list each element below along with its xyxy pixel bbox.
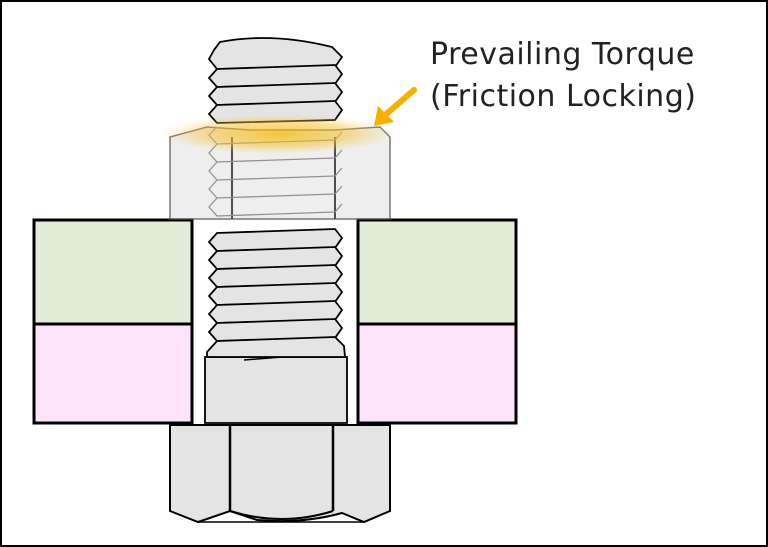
left-plate bbox=[32, 218, 194, 425]
bolt-head bbox=[169, 424, 391, 524]
friction-highlight bbox=[160, 114, 396, 154]
annotation-line-2: (Friction Locking) bbox=[430, 79, 697, 114]
arrow-icon bbox=[374, 87, 417, 126]
annotation-line-1: Prevailing Torque bbox=[430, 37, 695, 72]
bolt-shank bbox=[204, 351, 348, 424]
right-plate bbox=[356, 218, 518, 425]
